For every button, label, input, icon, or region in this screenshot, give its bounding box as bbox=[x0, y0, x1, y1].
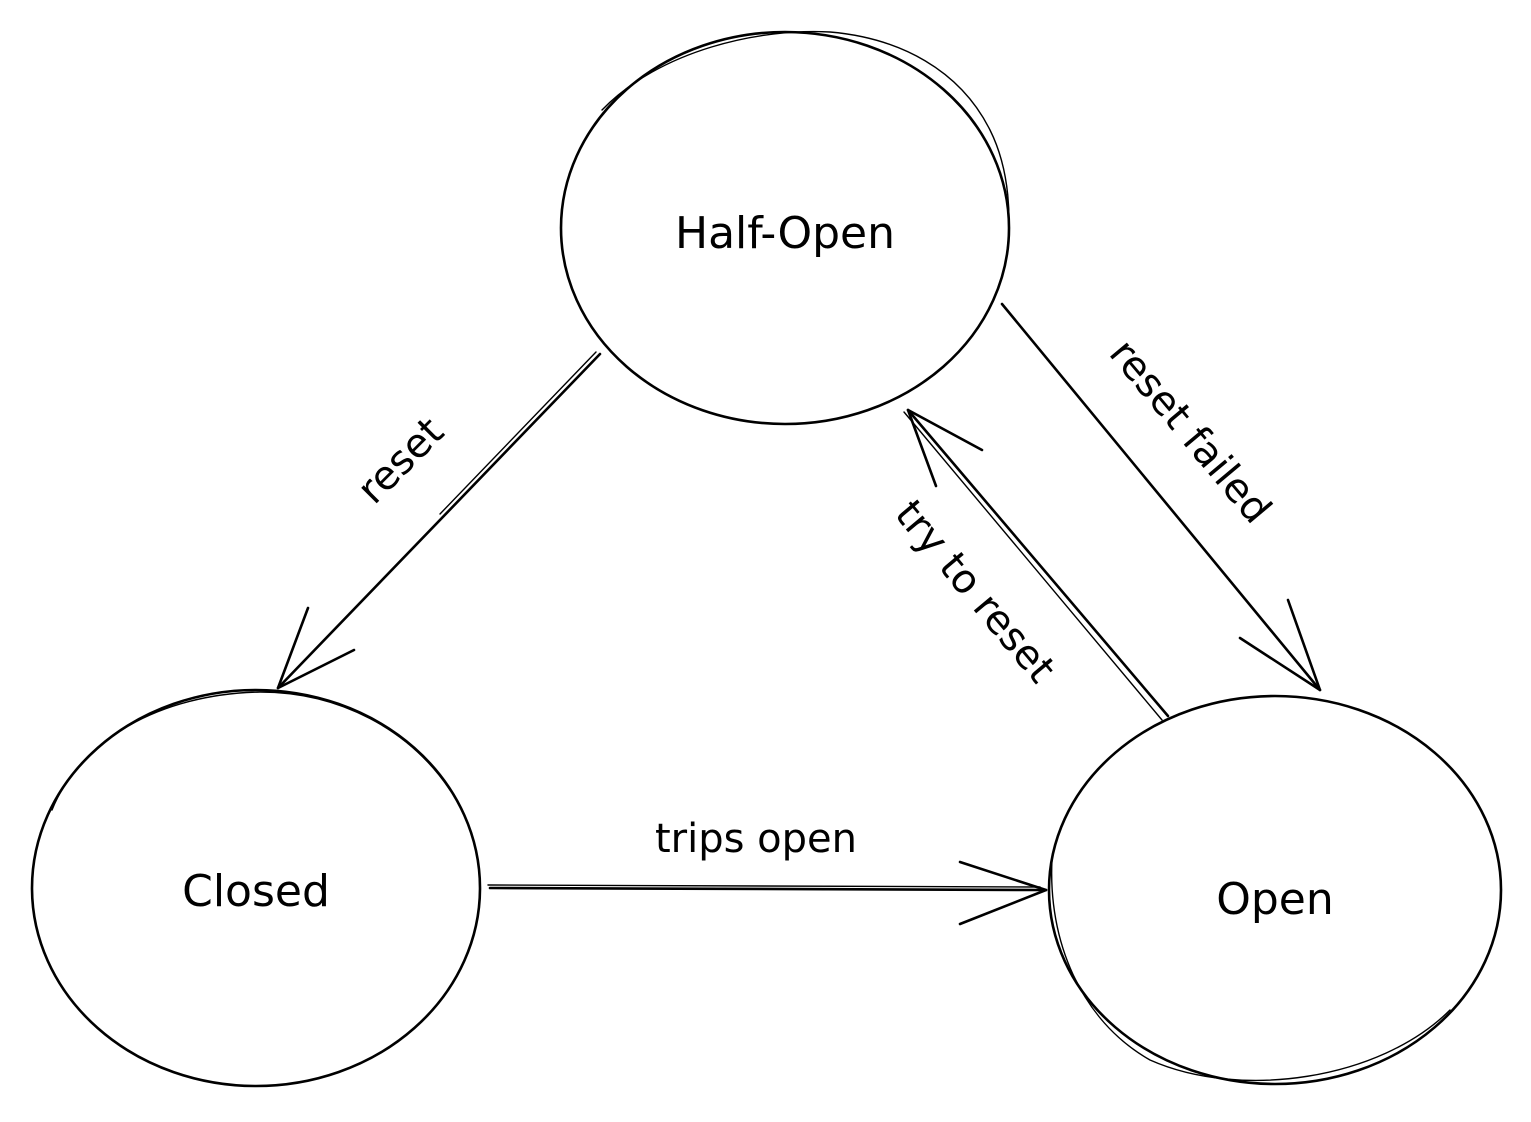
edge-reset-failed-line bbox=[1000, 302, 1322, 692]
node-open-label: Open bbox=[1216, 874, 1334, 925]
edge-try-to-reset-sketch bbox=[903, 411, 1163, 721]
node-closed-label: Closed bbox=[182, 866, 330, 917]
edge-reset-label: reset bbox=[349, 409, 453, 513]
node-open[interactable]: Open bbox=[1047, 694, 1503, 1086]
edge-try-to-reset-label: try to reset bbox=[886, 492, 1064, 692]
node-closed-shape bbox=[30, 688, 482, 1088]
node-closed-sketch bbox=[51, 691, 451, 811]
edge-reset-failed-arrowhead bbox=[1238, 598, 1322, 692]
node-closed[interactable]: Closed bbox=[30, 688, 482, 1088]
edge-reset[interactable]: reset bbox=[276, 351, 602, 690]
edge-trips-open-label: trips open bbox=[655, 816, 857, 862]
edge-trips-open-line bbox=[488, 886, 1048, 892]
edge-try-to-reset[interactable]: try to reset bbox=[886, 408, 1170, 721]
node-half-open-label: Half-Open bbox=[675, 208, 895, 259]
edge-reset-failed[interactable]: reset failed bbox=[1000, 302, 1322, 692]
edge-trips-open-sketch bbox=[487, 884, 1041, 888]
edge-reset-failed-label: reset failed bbox=[1100, 331, 1280, 533]
edge-reset-arrowhead bbox=[276, 606, 356, 690]
edge-try-to-reset-line bbox=[906, 408, 1170, 718]
edge-trips-open-arrowhead bbox=[958, 860, 1048, 926]
edge-reset-line bbox=[276, 352, 602, 690]
node-half-open-sketch bbox=[601, 30, 1010, 261]
edge-try-to-reset-arrowhead bbox=[906, 408, 984, 488]
edge-reset-sketch bbox=[439, 351, 597, 515]
node-open-shape bbox=[1047, 694, 1503, 1086]
node-half-open[interactable]: Half-Open bbox=[559, 30, 1011, 426]
edge-trips-open[interactable]: trips open bbox=[487, 816, 1048, 926]
node-open-sketch bbox=[1050, 859, 1451, 1081]
